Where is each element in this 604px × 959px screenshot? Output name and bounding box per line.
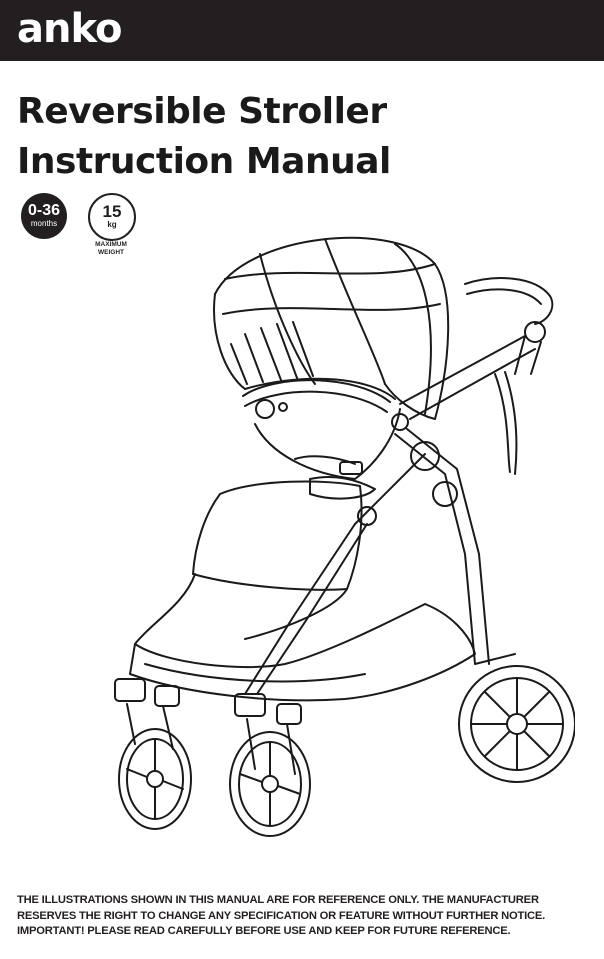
frame [399,335,526,405]
disclaimer-line-3: IMPORTANT! PLEASE READ CAREFULLY BEFORE … [17,925,511,937]
title-line-2: Instruction Manual [17,141,391,182]
bumper-bar [242,379,391,403]
rear-wheel [458,665,575,783]
disclaimer-line-2: RESERVES THE RIGHT TO CHANGE ANY SPECIFI… [17,909,546,922]
handle-joint [524,321,546,343]
title-line-1: Reversible Stroller [17,91,387,132]
frame-hinge [410,441,440,471]
canopy [214,236,450,420]
header-bar: anko [0,0,604,61]
handlebar [464,277,554,325]
shopping-basket [129,603,476,702]
max-weight-unit: kg [107,220,117,229]
max-weight-badge: 15 kg [88,193,136,241]
age-range-value: 0-36 [27,202,61,219]
max-weight-value: 15 [102,202,122,221]
max-weight-caption: MAXIMUM WEIGHT [95,241,127,256]
age-range-badge: 0-36 months [21,193,67,239]
seat [254,408,401,480]
front-wheel-right [229,731,311,837]
page-title: Reversible Stroller Instruction Manual [17,87,391,187]
age-range-unit: months [30,219,58,228]
stroller-illustration [114,236,575,837]
brand-logo: anko [17,6,122,52]
front-wheel-left [118,728,192,830]
disclaimer-text: THE ILLUSTRATIONS SHOWN IN THIS MANUAL A… [17,893,597,940]
disclaimer-line-1: THE ILLUSTRATIONS SHOWN IN THIS MANUAL A… [17,894,539,906]
wrist-strap [494,373,511,473]
